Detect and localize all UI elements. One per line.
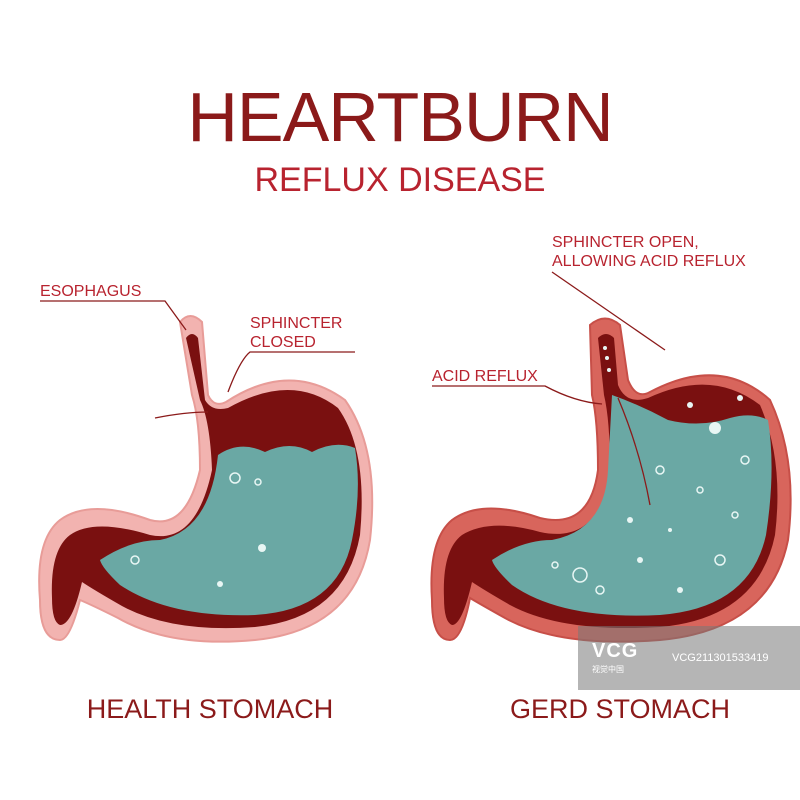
sphincter-closed-arrow: [154, 411, 209, 419]
watermark-logo-sub: 视觉中国: [592, 665, 624, 674]
healthy-stomach-acid: [100, 444, 358, 616]
gerd-stomach-acid: [492, 395, 772, 616]
esophagus-label: ESOPHAGUS: [40, 283, 142, 300]
sphincter-closed-leader: [227, 351, 355, 393]
acid-reflux-label: ACID REFLUX: [432, 368, 538, 385]
sphincter-open-label-line1: SPHINCTER OPEN,: [552, 234, 699, 251]
watermark-logo: VCG: [592, 640, 639, 662]
watermark-id: VCG211301533419: [672, 652, 769, 664]
gerd-stomach-caption: GERD STOMACH: [509, 694, 731, 724]
leader-lines: [40, 271, 666, 506]
page-title: HEARTBURN: [187, 78, 613, 156]
sphincter-open-label-line2: ALLOWING ACID REFLUX: [552, 253, 746, 270]
sphincter-closed-label-line1: SPHINCTER: [250, 315, 343, 332]
esophagus-leader: [40, 300, 187, 331]
page-subtitle: REFLUX DISEASE: [254, 161, 546, 199]
sphincter-closed-label-line2: CLOSED: [250, 334, 316, 351]
sphincter-open-leader: [551, 271, 666, 351]
gerd-stomach: [430, 317, 792, 643]
healthy-stomach: [38, 315, 374, 643]
acid-reflux-flow: [617, 397, 651, 506]
watermark: VCG 视觉中国 VCG211301533419: [578, 626, 800, 690]
healthy-stomach-caption: HEALTH STOMACH: [86, 694, 334, 724]
acid-reflux-leader: [432, 385, 603, 405]
